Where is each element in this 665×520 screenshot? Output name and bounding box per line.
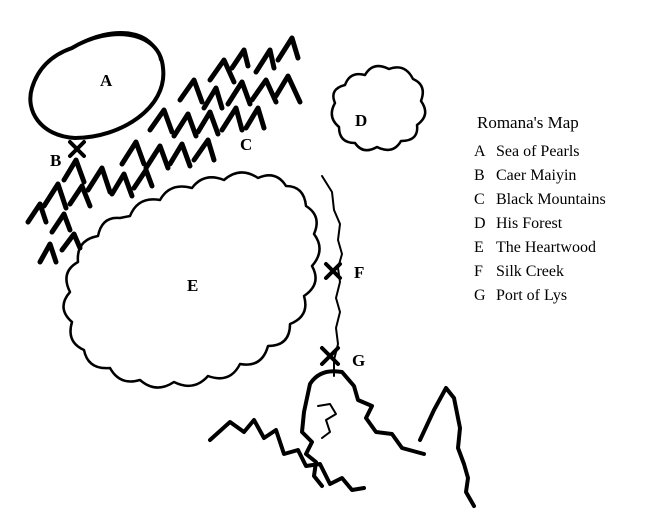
coastline[interactable] bbox=[208, 369, 476, 508]
sea-of-pearls[interactable] bbox=[28, 31, 166, 140]
port-of-lys-marker[interactable] bbox=[320, 346, 340, 366]
label-c: C bbox=[240, 135, 252, 154]
label-a: A bbox=[100, 71, 113, 90]
legend-title: Romana's Map bbox=[477, 113, 579, 132]
caer-maiyin-marker[interactable] bbox=[68, 140, 86, 158]
his-forest[interactable] bbox=[330, 64, 427, 152]
label-b: B bbox=[50, 151, 61, 170]
label-e: E bbox=[187, 276, 198, 295]
label-d: D bbox=[355, 111, 367, 130]
the-heartwood[interactable] bbox=[62, 171, 321, 389]
label-f: F bbox=[354, 263, 364, 282]
silk-creek-marker[interactable] bbox=[324, 262, 342, 280]
label-g: G bbox=[352, 351, 365, 370]
black-mountains[interactable] bbox=[25, 35, 303, 265]
